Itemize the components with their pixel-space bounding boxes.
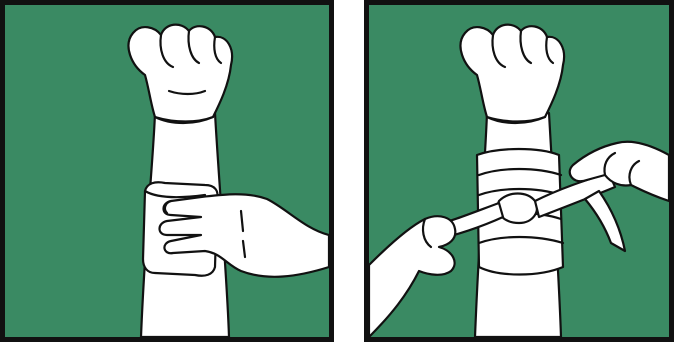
step-apply-pressure-panel	[0, 0, 334, 342]
step-apply-pressure-drawing	[5, 5, 329, 337]
step-tie-bandage-drawing	[369, 5, 669, 337]
step-tie-bandage-panel	[364, 0, 674, 342]
